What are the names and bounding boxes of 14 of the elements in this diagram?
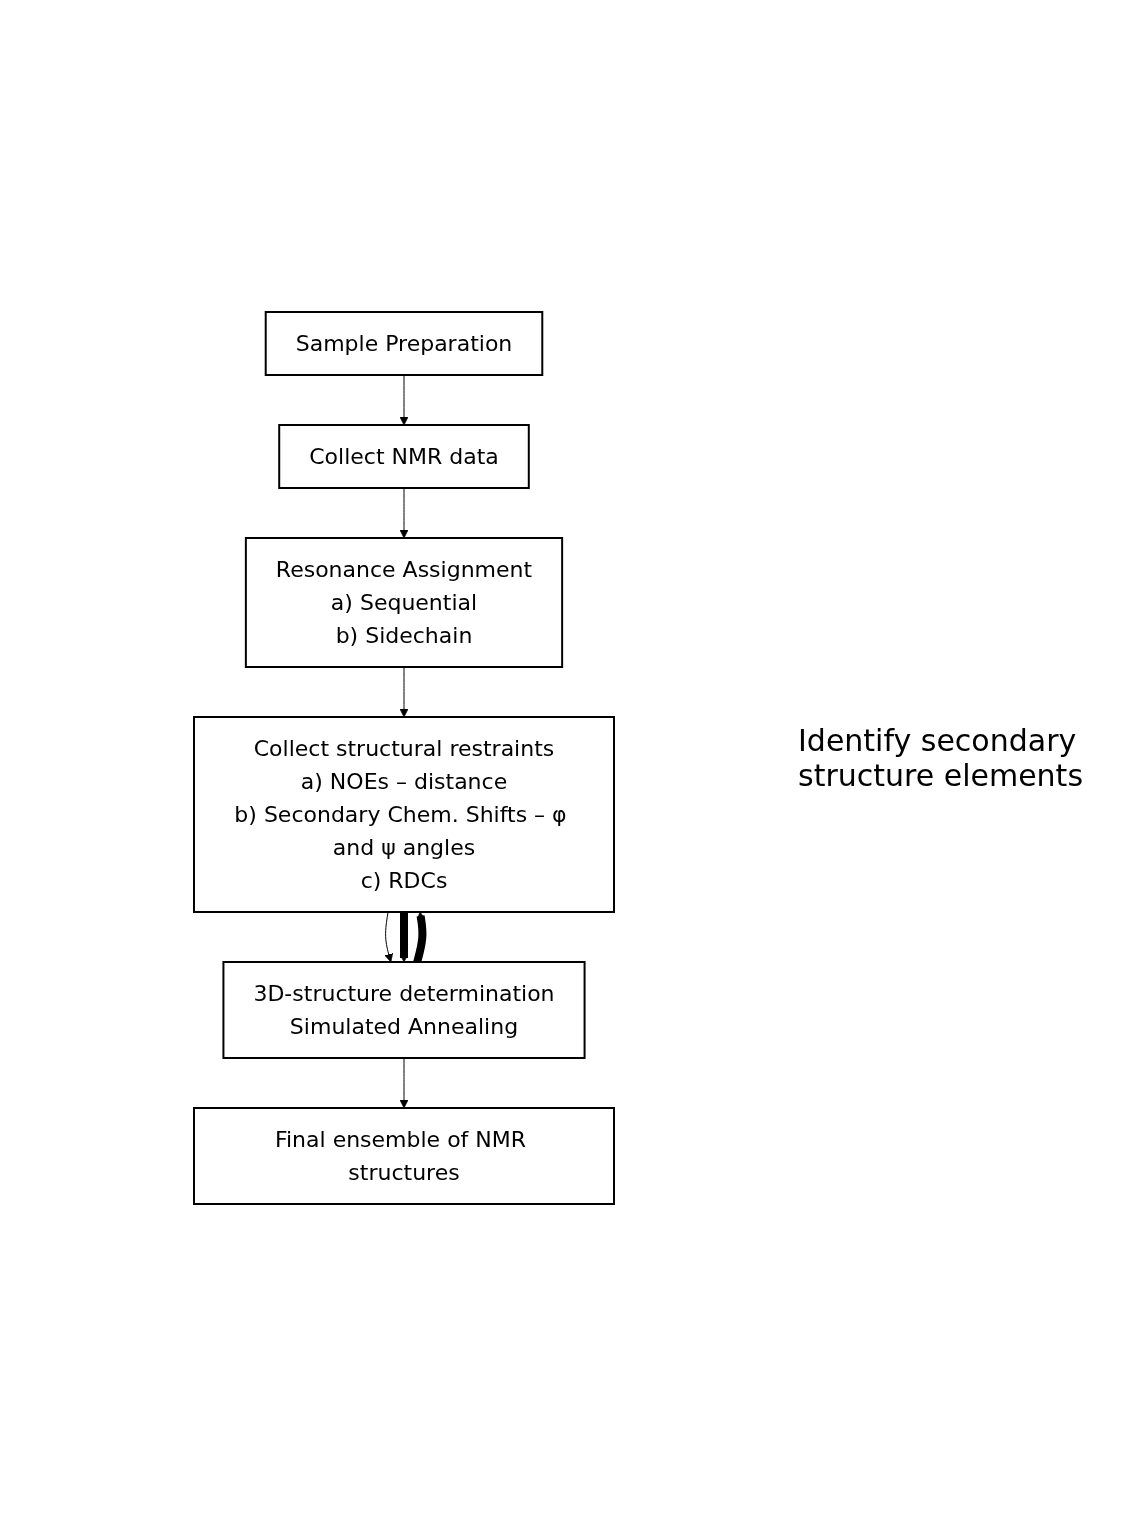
node-box: 3D-structure determination Simulated Annealing	[222, 961, 586, 1059]
arrow	[399, 487, 409, 539]
arrow	[399, 1057, 409, 1109]
arrow	[384, 911, 393, 963]
arrow	[399, 374, 409, 426]
arrow	[399, 666, 409, 718]
node-box: Collect NMR data	[278, 424, 530, 489]
node-box: Final ensemble of NMR structures	[193, 1107, 615, 1205]
node-box: Collect structural restraints a) NOEs – distance b) Secondary Chem. Shifts – φ and ψ angles c) RDCs	[193, 716, 615, 913]
arrow	[399, 912, 409, 963]
arrow	[413, 911, 427, 964]
note-text: Identify secondary structure elements	[798, 723, 1084, 793]
node-box: Resonance Assignment a) Sequential b) Sidechain	[244, 537, 564, 668]
node-box: Sample Preparation	[264, 311, 544, 376]
